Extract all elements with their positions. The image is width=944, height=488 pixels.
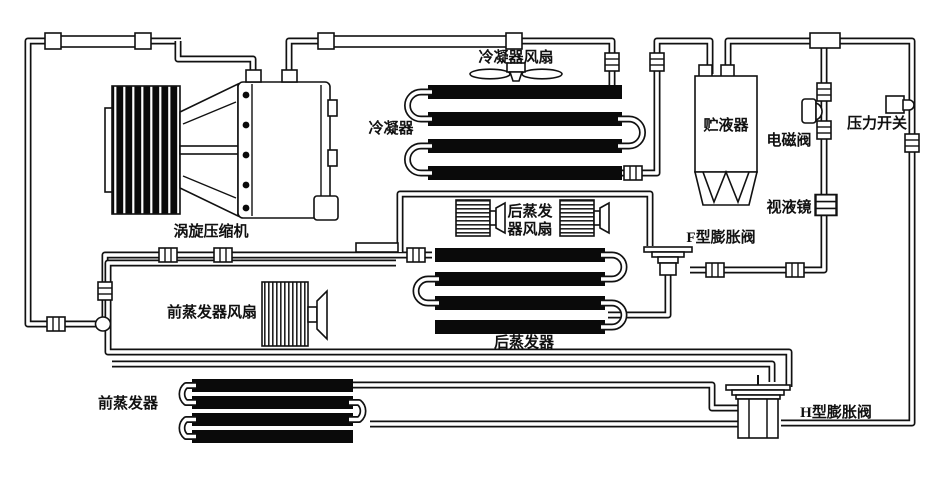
label-sight-glass: 视液镜 — [766, 198, 811, 216]
discharge-hose — [44, 32, 841, 50]
mount-bracket — [355, 242, 399, 253]
f-expansion-valve-icon — [643, 246, 693, 276]
condenser-fan-icon — [469, 62, 563, 82]
suction-port — [245, 69, 262, 83]
label-pressure-switch: 压力开关 — [847, 114, 907, 132]
label-h-expansion-valve: H型膨胀阀 — [800, 403, 872, 421]
rear-evaporator-coil — [412, 248, 628, 334]
label-condenser: 冷凝器 — [368, 119, 414, 137]
label-front-evaporator: 前蒸发器 — [98, 394, 159, 412]
rear-evaporator-fan-icons — [455, 199, 610, 237]
tee-junction — [809, 32, 841, 49]
discharge-port — [281, 69, 298, 83]
solenoid-valve-icon — [801, 98, 823, 124]
label-front-evaporator-fan: 前蒸发器风扇 — [167, 303, 257, 321]
label-rear-evaporator-fan-2: 器风扇 — [506, 220, 552, 238]
h-expansion-valve-icon — [725, 375, 791, 439]
front-evaporator-fan-icon — [261, 242, 399, 347]
label-solenoid-valve: 电磁阀 — [766, 131, 811, 149]
sight-glass-icon — [814, 193, 838, 217]
label-compressor: 涡旋压缩机 — [173, 222, 248, 240]
front-evaporator-coil — [178, 379, 367, 443]
refrigerant-piping — [24, 37, 916, 428]
pressure-switch-icon — [885, 95, 915, 114]
label-condenser-fan: 冷凝器风扇 — [478, 48, 553, 66]
compressor-graphic — [104, 69, 339, 221]
label-f-expansion-valve: F型膨胀阀 — [686, 228, 755, 246]
diagram-labels: 冷凝器风扇 冷凝器 涡旋压缩机 贮液器 电磁阀 压力开关 视液镜 F型膨胀阀 后… — [98, 48, 907, 421]
label-rear-evaporator: 后蒸发器 — [494, 333, 555, 351]
pipe-joint — [94, 316, 112, 332]
receiver-drier — [693, 64, 759, 206]
label-rear-evaporator-fan-1: 后蒸发 — [507, 202, 553, 220]
pipe-fittings — [46, 52, 920, 332]
condenser-coil — [404, 85, 646, 180]
label-receiver: 贮液器 — [702, 116, 749, 134]
